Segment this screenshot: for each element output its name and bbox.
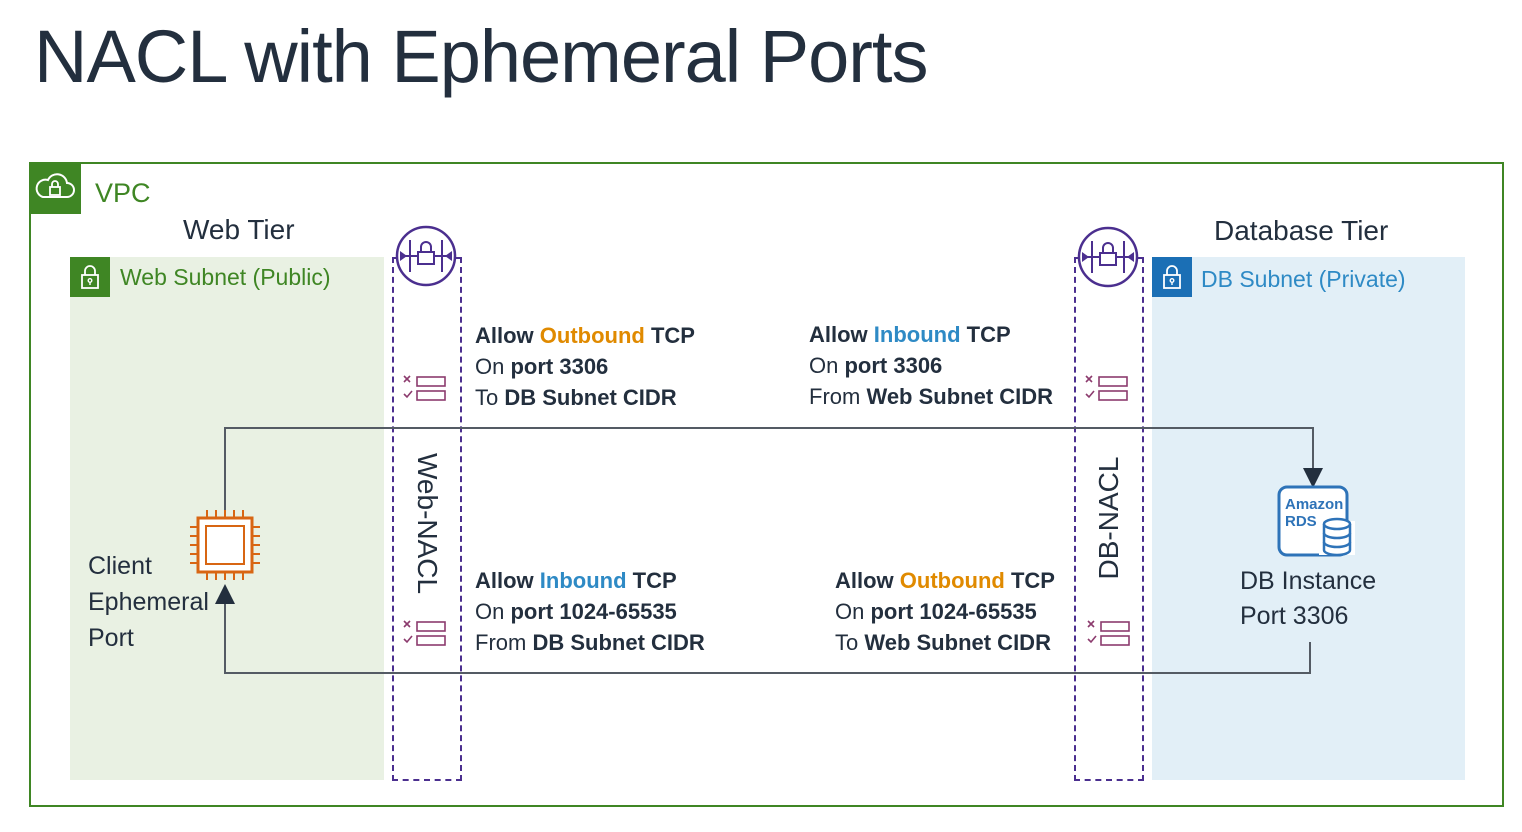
web-outbound-rule: Allow Outbound TCP On port 3306 To DB Su… (475, 320, 695, 413)
rule-line-2: On port 3306 (475, 354, 609, 379)
db-label-line: Port 3306 (1240, 602, 1349, 630)
rule-list-icon (1087, 620, 1130, 646)
web-inbound-rule: Allow Inbound TCP On port 1024-65535 Fro… (475, 565, 705, 658)
rule-line-1: Allow Outbound TCP (835, 568, 1055, 593)
rule-line-1: Allow Inbound TCP (475, 568, 677, 593)
outbound-request-line (224, 427, 1323, 510)
client-label-line: Port (88, 624, 134, 652)
rule-line-3: To Web Subnet CIDR (835, 630, 1051, 655)
inbound-response-line (215, 584, 1311, 674)
rule-list-icon (403, 620, 446, 646)
rule-list-icon (1085, 375, 1128, 401)
rule-list-icon (403, 375, 446, 401)
db-subnet-lock-badge (1152, 257, 1192, 297)
cloud-lock-icon (35, 173, 75, 198)
web-subnet-lock-badge (70, 257, 110, 297)
db-outbound-rule: Allow Outbound TCP On port 1024-65535 To… (835, 565, 1055, 658)
lock-icon (81, 265, 99, 289)
rule-line-2: On port 3306 (809, 353, 943, 378)
rule-line-2: On port 1024-65535 (835, 599, 1037, 624)
web-subnet-label: Web Subnet (Public) (120, 264, 331, 290)
rule-line-3: From DB Subnet CIDR (475, 630, 705, 655)
rule-line-2: On port 1024-65535 (475, 599, 677, 624)
page-title: NACL with Ephemeral Ports (34, 15, 928, 98)
db-nacl-label: DB-NACL (1093, 456, 1124, 580)
ec2-chip-icon (190, 510, 260, 580)
rule-line-1: Allow Outbound TCP (475, 323, 695, 348)
db-label-line: DB Instance (1240, 567, 1377, 595)
vpc-container (29, 162, 1504, 807)
client-ephemeral-port-label: Client Ephemeral Port (88, 548, 209, 656)
db-tier-label: Database Tier (1214, 215, 1389, 246)
vpc-icon-badge (29, 162, 81, 214)
nacl-icon (395, 225, 457, 287)
db-instance-label: DB Instance Port 3306 (1240, 564, 1376, 634)
web-tier-label: Web Tier (183, 214, 295, 245)
lock-icon (1163, 265, 1181, 289)
rule-line-3: To DB Subnet CIDR (475, 385, 677, 410)
rds-icon-text-amazon: Amazon (1285, 496, 1343, 513)
web-nacl-label: Web-NACL (412, 453, 443, 595)
vpc-label: VPC (95, 178, 151, 208)
db-subnet-label: DB Subnet (Private) (1201, 266, 1406, 292)
client-label-line: Ephemeral (88, 588, 209, 616)
db-inbound-rule: Allow Inbound TCP On port 3306 From Web … (809, 319, 1053, 412)
rule-line-3: From Web Subnet CIDR (809, 384, 1054, 409)
rds-icon-text-rds: RDS (1285, 513, 1317, 530)
rds-database-icon: Amazon RDS (1277, 485, 1355, 557)
client-label-line: Client (88, 552, 152, 580)
nacl-icon (1077, 226, 1139, 288)
rule-line-1: Allow Inbound TCP (809, 322, 1011, 347)
